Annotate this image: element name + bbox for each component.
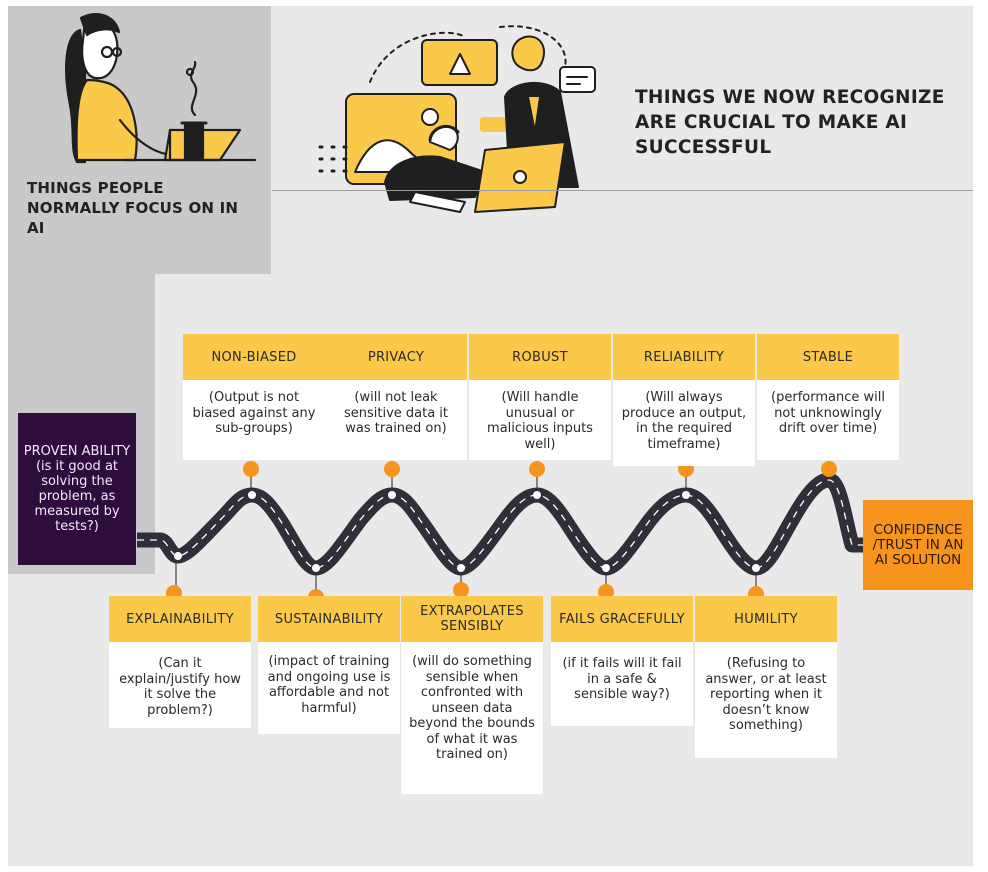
card-title: NON-BIASED	[183, 334, 325, 380]
card-robust: ROBUST (Will handle unusual or malicious…	[469, 334, 611, 460]
card-description: (Will handle unusual or malicious inputs…	[469, 380, 611, 460]
card-title: RELIABILITY	[613, 334, 755, 380]
card-description: (will do something sensible when confron…	[401, 642, 543, 794]
card-humility: HUMILITY (Refusing to answer, or at leas…	[695, 596, 837, 758]
card-title: ROBUST	[469, 334, 611, 380]
card-fails-gracefully: FAILS GRACEFULLY (if it fails will it fa…	[551, 596, 693, 726]
card-description: (Will always produce an output, in the r…	[613, 380, 755, 466]
header-divider	[272, 190, 973, 191]
card-title: EXTRAPOLATES SENSIBLY	[401, 596, 543, 642]
team-meeting-illustration	[318, 25, 596, 213]
card-description: (performance will not unknowingly drift …	[757, 380, 899, 460]
card-title: PRIVACY	[325, 334, 467, 380]
card-description: (Refusing to answer, or at least reporti…	[695, 642, 837, 758]
card-title: EXPLAINABILITY	[109, 596, 251, 642]
card-explainability: EXPLAINABILITY (Can it explain/justify h…	[109, 596, 251, 728]
right-heading: THINGS WE NOW RECOGNIZE ARE CRUCIAL TO M…	[635, 87, 945, 158]
card-description: (Can it explain/justify how it solve the…	[109, 642, 251, 728]
woman-laptop-illustration	[65, 13, 257, 164]
card-reliability: RELIABILITY (Will always produce an outp…	[613, 334, 755, 466]
card-sustainability: SUSTAINABILITY (impact of training and o…	[258, 596, 400, 734]
card-extrapolates-sensibly: EXTRAPOLATES SENSIBLY (will do something…	[401, 596, 543, 794]
card-description: (Output is not biased against any sub-gr…	[183, 380, 325, 460]
card-title: SUSTAINABILITY	[258, 596, 400, 642]
card-title: HUMILITY	[695, 596, 837, 642]
card-non-biased: NON-BIASED (Output is not biased against…	[183, 334, 325, 460]
card-stable: STABLE (performance will not unknowingly…	[757, 334, 899, 460]
card-description: (if it fails will it fail in a safe & se…	[551, 642, 693, 726]
proven-ability-box: PROVEN ABILITY (is it good at solving th…	[18, 413, 136, 565]
confidence-trust-box: CONFIDENCE /TRUST IN AN AI SOLUTION	[863, 500, 973, 590]
card-title: FAILS GRACEFULLY	[551, 596, 693, 642]
card-description: (impact of training and ongoing use is a…	[258, 642, 400, 734]
left-heading: THINGS PEOPLE NORMALLY FOCUS ON IN AI	[27, 179, 239, 237]
card-title: STABLE	[757, 334, 899, 380]
card-description: (will not leak sensitive data it was tra…	[325, 380, 467, 460]
card-privacy: PRIVACY (will not leak sensitive data it…	[325, 334, 467, 460]
